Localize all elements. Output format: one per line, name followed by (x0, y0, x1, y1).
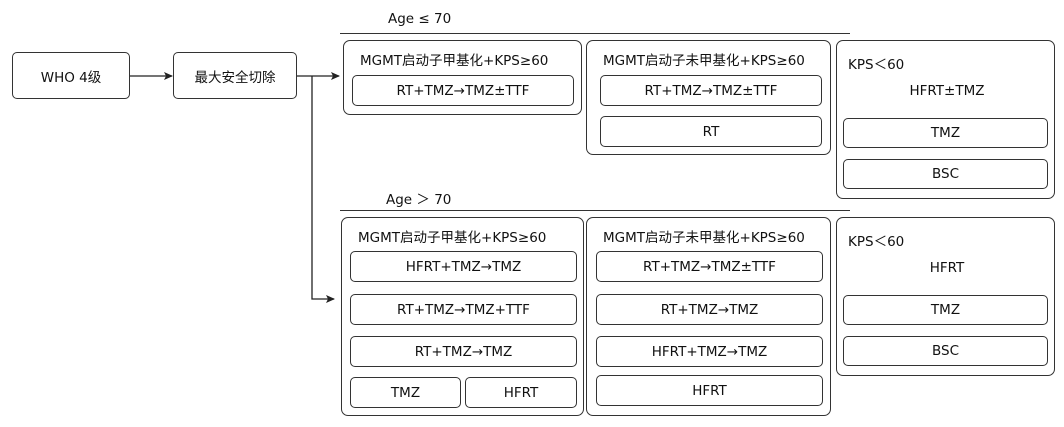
panel-gt70-kps-low-subtitle: HFRT (929, 260, 965, 276)
panel-gt70-unmethylated: MGMT启动子未甲基化+KPS≥60 RT+TMZ→TMZ±TTF RT+TMZ… (586, 217, 831, 416)
panel-gt70-kps-low-title: KPS＜60 (848, 234, 905, 250)
panel-gt70-methylated: MGMT启动子甲基化+KPS≥60 HFRT+TMZ→TMZ RT+TMZ→TM… (341, 217, 584, 416)
gt70-unmethylated-option: HFRT+TMZ→TMZ (596, 336, 823, 367)
gt70-kps-low-option: TMZ (843, 295, 1048, 325)
panel-le70-kps-low-title: KPS＜60 (848, 57, 905, 73)
age-le70-label: Age ≤ 70 (388, 11, 452, 27)
age-le70-divider (340, 33, 850, 34)
le70-unmethylated-option: RT+TMZ→TMZ±TTF (600, 75, 822, 106)
gt70-methylated-option: HFRT+TMZ→TMZ (350, 251, 577, 282)
gt70-unmethylated-option: RT+TMZ→TMZ±TTF (596, 251, 823, 282)
panel-le70-unmethylated: MGMT启动子未甲基化+KPS≥60 RT+TMZ→TMZ±TTF RT (586, 40, 831, 155)
age-gt70-divider (340, 210, 850, 211)
le70-kps-low-option: BSC (843, 159, 1048, 189)
panel-gt70-unmethylated-title: MGMT启动子未甲基化+KPS≥60 (603, 230, 805, 246)
le70-kps-low-option: TMZ (843, 118, 1048, 148)
gt70-methylated-option: RT+TMZ→TMZ+TTF (350, 294, 577, 325)
panel-gt70-kps-low: KPS＜60 HFRT TMZ BSC (836, 217, 1055, 376)
max-safe-resection-box: 最大安全切除 (173, 52, 297, 99)
gt70-methylated-option: TMZ (350, 377, 461, 408)
gt70-kps-low-option: BSC (843, 336, 1048, 366)
panel-le70-methylated-title: MGMT启动子甲基化+KPS≥60 (360, 53, 549, 69)
age-gt70-label: Age ＞ 70 (386, 192, 452, 208)
panel-le70-kps-low-subtitle: HFRT±TMZ (909, 83, 985, 99)
gt70-methylated-option: HFRT (465, 377, 577, 408)
panel-le70-unmethylated-title: MGMT启动子未甲基化+KPS≥60 (603, 53, 805, 69)
panel-le70-methylated: MGMT启动子甲基化+KPS≥60 RT+TMZ→TMZ±TTF (343, 40, 582, 115)
gt70-methylated-option: RT+TMZ→TMZ (350, 336, 577, 367)
panel-gt70-methylated-title: MGMT启动子甲基化+KPS≥60 (358, 230, 547, 246)
le70-unmethylated-option: RT (600, 116, 822, 147)
gt70-unmethylated-option: RT+TMZ→TMZ (596, 294, 823, 325)
branch-line-age-gt70 (311, 76, 335, 303)
gt70-unmethylated-option: HFRT (596, 375, 823, 406)
le70-methylated-option: RT+TMZ→TMZ±TTF (352, 75, 574, 106)
who-grade-box: WHO 4级 (12, 52, 130, 99)
panel-le70-kps-low: KPS＜60 HFRT±TMZ TMZ BSC (836, 40, 1055, 199)
